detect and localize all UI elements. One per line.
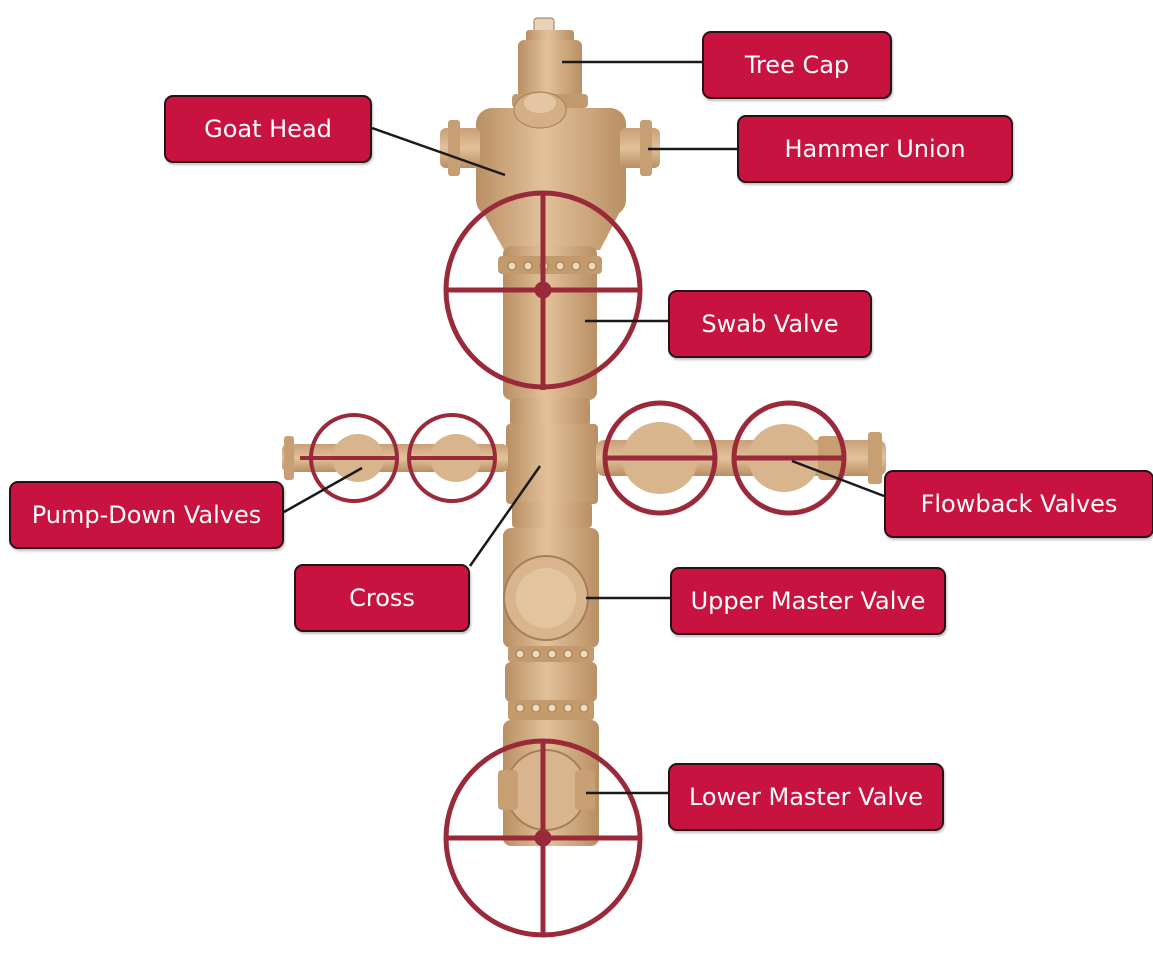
pump-down-valve-handwheel-1-icon bbox=[300, 415, 398, 501]
vertical-stack bbox=[498, 246, 602, 846]
label-goat-head: Goat Head bbox=[164, 95, 372, 163]
label-hammer-union: Hammer Union bbox=[737, 115, 1013, 183]
pump-down-valve-handwheel-2-icon bbox=[408, 415, 496, 501]
label-lower-master-valve: Lower Master Valve bbox=[668, 763, 944, 831]
flowback-valve-handwheel-2-icon bbox=[733, 403, 845, 513]
label-swab-valve: Swab Valve bbox=[668, 290, 872, 358]
label-cross: Cross bbox=[294, 564, 470, 632]
label-upper-master-valve: Upper Master Valve bbox=[670, 567, 946, 635]
lower-master-valve-handwheel-icon bbox=[446, 741, 640, 935]
leader-pump-down-valves bbox=[284, 468, 362, 512]
label-tree-cap: Tree Cap bbox=[702, 31, 892, 99]
label-pump-down-valves: Pump-Down Valves bbox=[9, 481, 284, 549]
label-flowback-valves: Flowback Valves bbox=[884, 470, 1153, 538]
flowback-valve-handwheel-1-icon bbox=[604, 403, 716, 513]
swab-valve-handwheel-icon bbox=[446, 193, 640, 390]
